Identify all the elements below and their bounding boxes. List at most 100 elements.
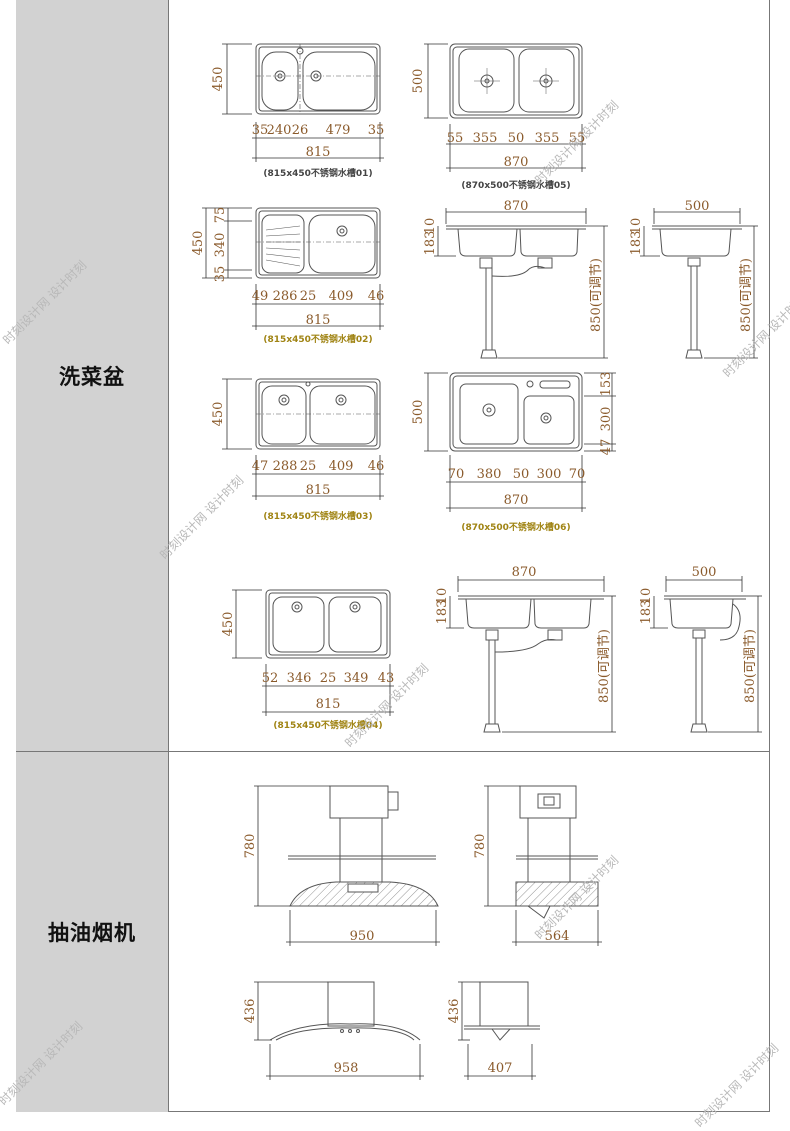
watermark: 时刻设计网 设计时刻 bbox=[692, 1041, 781, 1130]
section-rim: 10 bbox=[423, 218, 438, 235]
hood-height: 780 bbox=[473, 834, 488, 859]
sink-06-caption: (870x500不锈钢水槽06) bbox=[461, 521, 570, 533]
section-rim: 10 bbox=[639, 588, 654, 605]
sink-section-870-lower bbox=[458, 595, 604, 733]
hood-side-407 bbox=[464, 981, 540, 1041]
hood-front-950 bbox=[288, 785, 439, 907]
hood-width: 950 bbox=[350, 929, 375, 944]
sink-01-dims bbox=[222, 43, 384, 162]
dim-label: 355 bbox=[535, 131, 560, 146]
sink-02-plan bbox=[255, 207, 381, 279]
sink-05-caption: (870x500不锈钢水槽05) bbox=[461, 179, 570, 191]
hood-width: 564 bbox=[545, 929, 570, 944]
hood-height: 436 bbox=[243, 999, 258, 1024]
dim-label: 46 bbox=[368, 289, 385, 304]
sink-section-500-upper bbox=[652, 225, 742, 359]
dim-label: 286 bbox=[273, 289, 298, 304]
sink-03-width: 815 bbox=[306, 483, 331, 498]
dim-label: 240 bbox=[267, 123, 292, 138]
sink-06-dims bbox=[424, 372, 616, 512]
sink-04-plan bbox=[265, 589, 391, 659]
dim-label: 75 bbox=[213, 207, 228, 224]
dim-label: 26 bbox=[292, 123, 309, 138]
category-label-range-hood: 抽油烟机 bbox=[16, 751, 169, 1112]
section-height: 850(可调节) bbox=[743, 629, 758, 703]
section-rim: 10 bbox=[629, 218, 644, 235]
dim-label: 409 bbox=[329, 289, 354, 304]
watermark: 时刻设计网 设计时刻 bbox=[157, 473, 246, 562]
dim-label: 47 bbox=[599, 439, 614, 456]
sink-02-height: 450 bbox=[191, 231, 206, 256]
dim-label: 300 bbox=[599, 407, 614, 432]
section-width: 500 bbox=[692, 565, 717, 580]
sink-section-870-lower-dims bbox=[446, 576, 616, 733]
hood-front-958-dims bbox=[254, 981, 424, 1080]
sink-02-width: 815 bbox=[306, 313, 331, 328]
sink-06-plan bbox=[449, 372, 583, 452]
hood-width: 958 bbox=[334, 1061, 359, 1076]
section-depth: 183 bbox=[423, 231, 438, 256]
dim-label: 43 bbox=[378, 671, 395, 686]
watermark: 时刻设计网 设计时刻 bbox=[0, 258, 89, 347]
dim-label: 70 bbox=[448, 467, 465, 482]
sink-04-caption: (815x450不锈钢水槽04) bbox=[273, 719, 382, 731]
dim-label: 346 bbox=[287, 671, 312, 686]
section-height: 850(可调节) bbox=[589, 258, 604, 332]
section-rim: 10 bbox=[435, 588, 450, 605]
dim-label: 70 bbox=[569, 467, 586, 482]
row-divider bbox=[16, 751, 770, 752]
hood-side-564-dims bbox=[484, 785, 602, 946]
sink-section-870-upper bbox=[446, 225, 586, 359]
dim-label: 55 bbox=[447, 131, 464, 146]
section-depth: 183 bbox=[629, 231, 644, 256]
dim-label: 25 bbox=[320, 671, 337, 686]
dim-label: 35 bbox=[252, 123, 269, 138]
section-width: 870 bbox=[512, 565, 537, 580]
dim-label: 50 bbox=[513, 467, 530, 482]
sink-section-500-upper-dims bbox=[640, 208, 758, 359]
dim-label: 380 bbox=[477, 467, 502, 482]
section-height: 850(可调节) bbox=[597, 629, 612, 703]
dim-label: 52 bbox=[262, 671, 279, 686]
sink-06-width: 870 bbox=[504, 493, 529, 508]
dim-label: 409 bbox=[329, 459, 354, 474]
hood-front-950-dims bbox=[254, 785, 440, 946]
dim-label: 25 bbox=[300, 289, 317, 304]
sink-02-caption: (815x450不锈钢水槽02) bbox=[263, 333, 372, 345]
sink-04-height: 450 bbox=[221, 612, 236, 637]
section-height: 850(可调节) bbox=[739, 258, 754, 332]
sink-03-plan bbox=[255, 378, 381, 450]
sink-05-plan bbox=[449, 43, 583, 119]
dim-label: 349 bbox=[344, 671, 369, 686]
sink-01-plan bbox=[255, 43, 381, 115]
sink-03-height: 450 bbox=[211, 402, 226, 427]
category-label-sink: 洗菜盆 bbox=[16, 0, 169, 751]
hood-width: 407 bbox=[488, 1061, 513, 1076]
dim-label: 355 bbox=[473, 131, 498, 146]
sink-01-caption: (815x450不锈钢水槽01) bbox=[263, 167, 372, 179]
watermark: 时刻设计网 设计时刻 bbox=[0, 1019, 85, 1108]
hood-height: 780 bbox=[243, 834, 258, 859]
dim-label: 47 bbox=[252, 459, 269, 474]
dim-label: 25 bbox=[300, 459, 317, 474]
dim-label: 153 bbox=[599, 372, 614, 397]
section-width: 870 bbox=[504, 199, 529, 214]
sink-02-dims bbox=[202, 207, 384, 330]
dim-label: 300 bbox=[537, 467, 562, 482]
watermark: 时刻设计网 设计时刻 bbox=[720, 291, 790, 380]
sink-04-dims bbox=[232, 589, 394, 716]
sink-05-width: 870 bbox=[504, 155, 529, 170]
dim-label: 46 bbox=[368, 459, 385, 474]
section-depth: 183 bbox=[435, 600, 450, 625]
hood-side-407-dims bbox=[458, 981, 536, 1080]
section-depth: 183 bbox=[639, 600, 654, 625]
dim-label: 35 bbox=[213, 266, 228, 283]
dim-label: 288 bbox=[273, 459, 298, 474]
sink-05-height: 500 bbox=[411, 69, 426, 94]
section-width: 500 bbox=[685, 199, 710, 214]
sink-01-height: 450 bbox=[211, 67, 226, 92]
sink-03-caption: (815x450不锈钢水槽03) bbox=[263, 510, 372, 522]
dim-label: 340 bbox=[213, 233, 228, 258]
dim-label: 479 bbox=[326, 123, 351, 138]
